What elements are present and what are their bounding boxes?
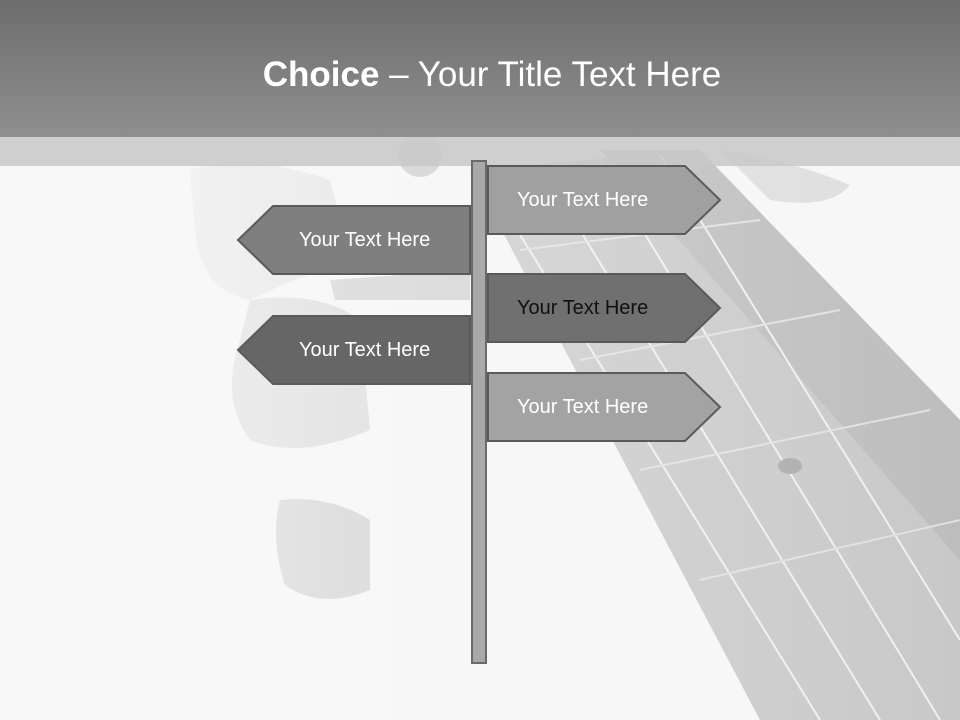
signpost-arrow-4-label: Your Text Here [299, 339, 431, 361]
signpost-arrow-3-label: Your Text Here [517, 297, 649, 319]
signpost-arrow-5[interactable]: Your Text Here [487, 372, 723, 442]
title-rest: – Your Title Text Here [379, 55, 722, 94]
signpost-arrow-1-label: Your Text Here [517, 189, 649, 211]
title-bar [0, 0, 960, 137]
signpost-arrow-1[interactable]: Your Text Here [487, 165, 723, 235]
signpost-pole [471, 160, 487, 664]
signpost-arrow-3[interactable]: Your Text Here [487, 273, 723, 343]
signpost-arrow-2-label: Your Text Here [299, 229, 431, 251]
title-bold: Choice [262, 55, 380, 94]
signpost-arrow-4[interactable]: Your Text Here [235, 315, 471, 385]
signpost-arrow-2[interactable]: Your Text Here [235, 205, 471, 275]
slide-title: Choice – Your Title Text Here [0, 50, 960, 100]
signpost-arrow-5-label: Your Text Here [517, 396, 649, 418]
